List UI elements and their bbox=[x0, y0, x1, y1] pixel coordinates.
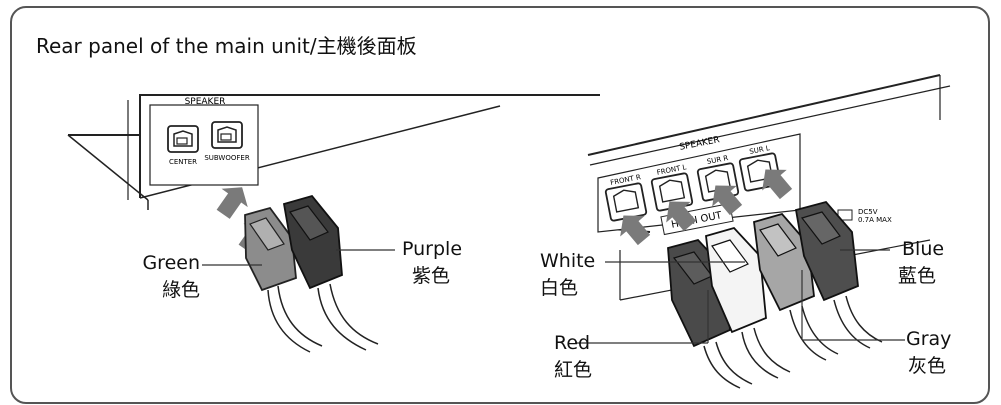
label-gray-zh: 灰色 bbox=[908, 355, 947, 377]
gray-connector bbox=[753, 212, 839, 361]
port-center bbox=[167, 125, 199, 153]
label-gray: Gray 灰色 bbox=[906, 326, 951, 380]
right-speaker-label: SPEAKER bbox=[679, 135, 721, 153]
label-purple-en: Purple bbox=[402, 238, 463, 260]
label-green: Green 綠色 bbox=[120, 250, 200, 304]
label-blue-zh: 藍色 bbox=[898, 265, 937, 287]
white-connector bbox=[705, 226, 791, 379]
label-red: Red 紅色 bbox=[536, 330, 592, 384]
label-green-zh: 綠色 bbox=[161, 279, 200, 301]
arrow-icon bbox=[762, 169, 793, 200]
port-label-sur-r: SUR R bbox=[706, 154, 729, 166]
port-label-center: CENTER bbox=[169, 158, 197, 166]
port-label-sur-l: SUR L bbox=[749, 144, 771, 156]
label-purple: Purple 紫色 bbox=[402, 236, 462, 290]
diagram-title: Rear panel of the main unit/主機後面板 bbox=[36, 34, 417, 58]
arrow-icon bbox=[620, 215, 651, 246]
port-front-r bbox=[604, 182, 648, 222]
left-unit-body bbox=[67, 94, 600, 210]
label-purple-zh: 紫色 bbox=[412, 265, 451, 287]
label-green-en: Green bbox=[142, 252, 200, 274]
label-gray-en: Gray bbox=[906, 328, 952, 350]
purple-connector bbox=[282, 194, 379, 351]
label-white: White 白色 bbox=[540, 248, 595, 302]
label-white-en: White bbox=[540, 250, 596, 272]
port-label-subwoofer: SUBWOOFER bbox=[204, 154, 250, 162]
label-blue: Blue 藍色 bbox=[898, 236, 944, 290]
label-red-en: Red bbox=[554, 332, 591, 354]
arrow-icon bbox=[216, 187, 248, 219]
arrow-icon bbox=[666, 201, 697, 232]
arrow-icon bbox=[712, 185, 743, 216]
label-white-zh: 白色 bbox=[540, 277, 579, 299]
dc-label-1: DC5V bbox=[858, 208, 878, 216]
left-speaker-label: SPEAKER bbox=[185, 97, 226, 107]
blue-connector bbox=[794, 200, 883, 349]
label-blue-en: Blue bbox=[902, 238, 945, 260]
green-connector bbox=[244, 206, 323, 353]
dc-label-2: 0.7A MAX bbox=[858, 216, 892, 224]
label-red-zh: 紅色 bbox=[554, 359, 593, 381]
port-subwoofer bbox=[211, 121, 243, 149]
